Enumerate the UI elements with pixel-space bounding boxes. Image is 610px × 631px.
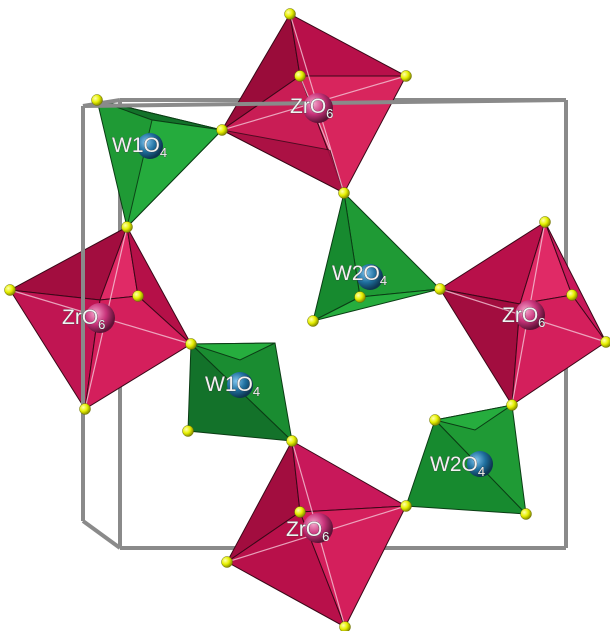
oxygen-atom bbox=[435, 284, 446, 295]
oxygen-atom bbox=[186, 339, 197, 350]
oxygen-atom bbox=[287, 436, 298, 447]
oxygen-atom bbox=[339, 188, 350, 199]
oxygen-atom bbox=[5, 285, 16, 296]
label-w2o4-lower: W2O4 bbox=[430, 453, 485, 479]
oxygen-atom bbox=[601, 337, 610, 348]
oxygen-atom bbox=[308, 316, 319, 327]
oxygen-atom bbox=[340, 622, 351, 631]
oxygen-atom bbox=[122, 222, 133, 233]
oxygen-atom bbox=[133, 291, 144, 302]
w2o4-tetrahedron-center bbox=[313, 193, 440, 321]
oxygen-atom bbox=[92, 95, 103, 106]
label-w2o4-center: W2O4 bbox=[332, 262, 387, 288]
oxygen-atom bbox=[222, 557, 233, 568]
oxygen-atom bbox=[567, 290, 578, 301]
oxygen-atom bbox=[183, 426, 194, 437]
oxygen-atom bbox=[285, 9, 296, 20]
w1o4-tetrahedron-top bbox=[97, 100, 222, 227]
label-w1o4-top: W1O4 bbox=[112, 134, 167, 160]
oxygen-atom bbox=[401, 501, 412, 512]
label-w1o4-middle: W1O4 bbox=[205, 373, 260, 399]
oxygen-atom bbox=[355, 292, 366, 303]
oxygen-atom bbox=[401, 71, 412, 82]
oxygen-atom bbox=[295, 507, 306, 518]
oxygen-atom bbox=[540, 217, 551, 228]
oxygen-atom bbox=[217, 125, 228, 136]
oxygen-atom bbox=[430, 415, 441, 426]
oxygen-atom bbox=[521, 509, 532, 520]
oxygen-atom bbox=[80, 404, 91, 415]
oxygen-atom bbox=[507, 400, 518, 411]
oxygen-atom bbox=[295, 71, 306, 82]
